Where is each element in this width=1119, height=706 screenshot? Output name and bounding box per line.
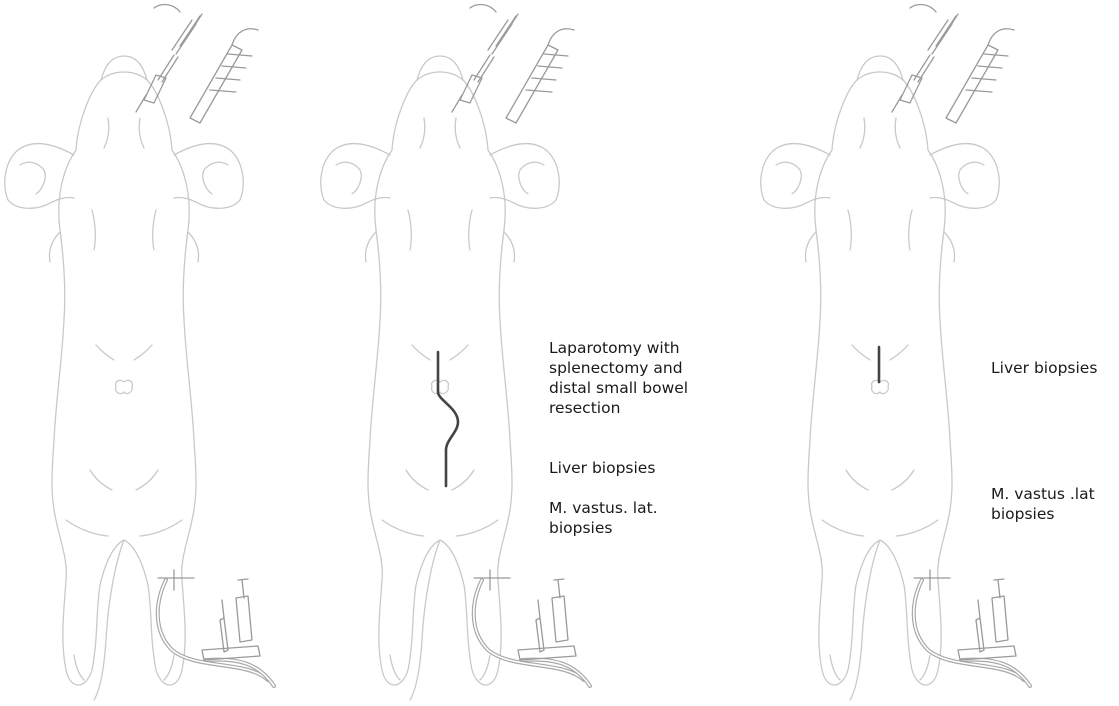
panel-right-pig — [761, 5, 1030, 700]
middle-label-laparotomy: Laparotomy with splenectomy and distal s… — [549, 338, 688, 418]
laparotomy-incision — [438, 352, 458, 486]
middle-label-muscle-biopsies: M. vastus. lat. biopsies — [549, 498, 658, 538]
right-label-muscle-biopsies: M. vastus .lat biopsies — [991, 484, 1095, 524]
middle-label-liver-biopsies: Liver biopsies — [549, 458, 655, 478]
right-label-liver-biopsies: Liver biopsies — [991, 358, 1097, 378]
panel-left-pig — [5, 5, 274, 700]
